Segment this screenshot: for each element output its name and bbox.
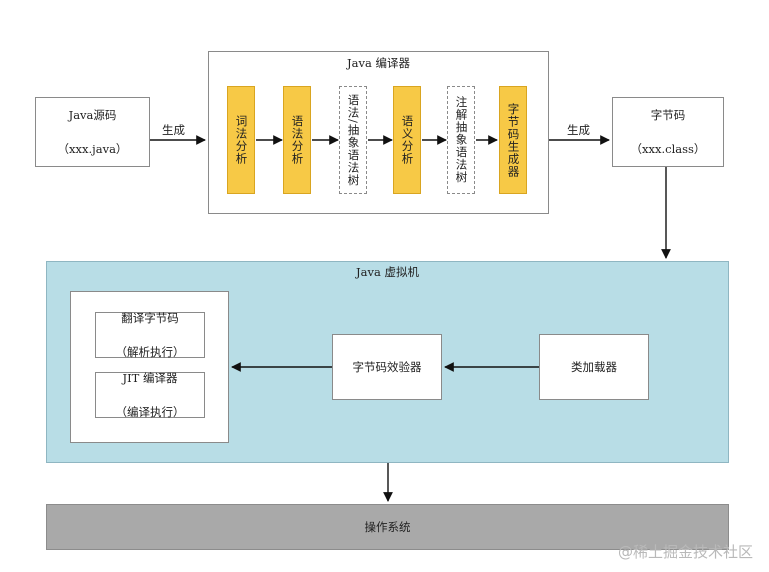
compiler-stage-label: 语法/抽象语法树: [346, 93, 361, 187]
jit-label: JIT 编译器: [122, 370, 178, 385]
compiler-stage-6: 字节码生成器: [499, 86, 527, 194]
class-loader-node: 类加载器: [539, 334, 649, 400]
interpreter-mode: （解析执行）: [115, 344, 185, 359]
java-source-node: Java源码 （xxx.java）: [35, 97, 150, 167]
bytecode-verifier-node: 字节码效验器: [332, 334, 442, 400]
compiler-stage-label: 语义分析: [400, 115, 415, 165]
bytecode-verifier-label: 字节码效验器: [352, 359, 422, 374]
bytecode-ext: （xxx.class）: [630, 141, 706, 156]
compiler-stage-label: 字节码生成器: [506, 102, 521, 178]
interpreter-node: 翻译字节码 （解析执行）: [95, 310, 205, 359]
jit-mode: （编译执行）: [115, 404, 185, 419]
interpreter-label: 翻译字节码: [121, 310, 179, 325]
compiler-stage-5: 注解抽象语法树: [447, 86, 475, 194]
generate-label-right: 生成: [567, 123, 590, 137]
java-compiler-container: [208, 51, 549, 214]
compiler-stage-2: 语法分析: [283, 86, 311, 194]
generate-label-left: 生成: [162, 123, 185, 137]
bytecode-label: 字节码: [650, 107, 686, 122]
compiler-stage-label: 注解抽象语法树: [454, 96, 469, 184]
compiler-stage-label: 词法分析: [234, 115, 249, 165]
bytecode-node: 字节码 （xxx.class）: [612, 97, 724, 167]
compiler-stage-label: 语法分析: [290, 115, 305, 165]
class-loader-label: 类加载器: [571, 359, 617, 374]
operating-system-bar: 操作系统: [46, 504, 729, 550]
java-source-label: Java源码: [68, 107, 117, 122]
operating-system-label: 操作系统: [364, 519, 411, 534]
watermark: @稀土掘金技术社区: [617, 543, 753, 561]
java-source-ext: （xxx.java）: [57, 141, 128, 156]
compiler-stage-4: 语义分析: [393, 86, 421, 194]
jvm-title: Java 虚拟机: [356, 265, 419, 279]
compiler-stage-3: 语法/抽象语法树: [339, 86, 367, 194]
jit-compiler-node: JIT 编译器 （编译执行）: [95, 370, 205, 419]
java-compiler-title: Java 编译器: [347, 56, 410, 70]
compiler-stage-1: 词法分析: [227, 86, 255, 194]
